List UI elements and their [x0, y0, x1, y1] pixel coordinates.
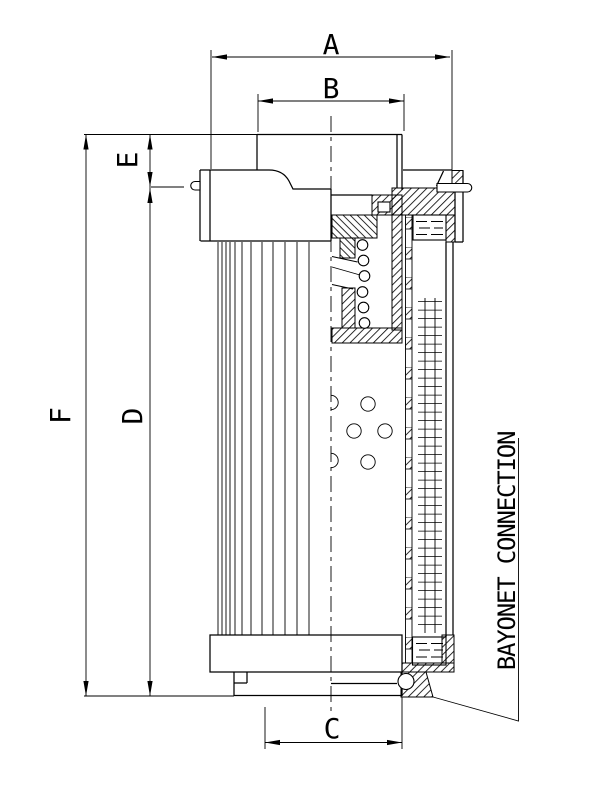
pleated-element: [217, 242, 310, 635]
dimension-c: C: [264, 697, 403, 749]
seal-top: [412, 214, 447, 241]
bayonet-pin-right: [436, 182, 473, 193]
filter-body: [190, 116, 473, 712]
dimension-a: A: [210, 28, 453, 170]
dimension-e: E: [111, 134, 184, 696]
dimension-b: B: [257, 72, 405, 132]
dimension-label-e: E: [111, 152, 144, 169]
top-end-cap: [190, 169, 332, 242]
dimension-label-c: C: [324, 712, 341, 745]
dimension-label-a: A: [323, 28, 340, 61]
bypass-spring: [331, 239, 371, 329]
outer-shell: [445, 242, 454, 637]
support-mesh: [418, 298, 442, 633]
bottom-end-cap: [209, 634, 403, 697]
dimension-d: D: [116, 188, 153, 696]
dimension-f: F: [44, 134, 257, 697]
bayonet-collar: [397, 634, 455, 698]
perforated-center-tube: [405, 215, 413, 663]
seal-bottom: [411, 636, 447, 666]
port-block: [256, 133, 403, 196]
bayonet-connection-label: BAYONET CONNECTION: [493, 432, 521, 671]
drain-holes: [330, 394, 393, 470]
bayonet-slot-notch: [377, 201, 391, 213]
o-ring: [397, 672, 415, 691]
outer-rim: [403, 169, 473, 243]
bypass-valve-seat: [331, 214, 378, 329]
leader-line: [432, 438, 519, 722]
annotation-bayonet-connection: BAYONET CONNECTION: [432, 432, 521, 722]
dimension-label-d: D: [116, 408, 149, 425]
bayonet-pin-left: [190, 180, 201, 191]
dimension-label-f: F: [44, 407, 77, 424]
dimension-label-b: B: [323, 72, 340, 105]
